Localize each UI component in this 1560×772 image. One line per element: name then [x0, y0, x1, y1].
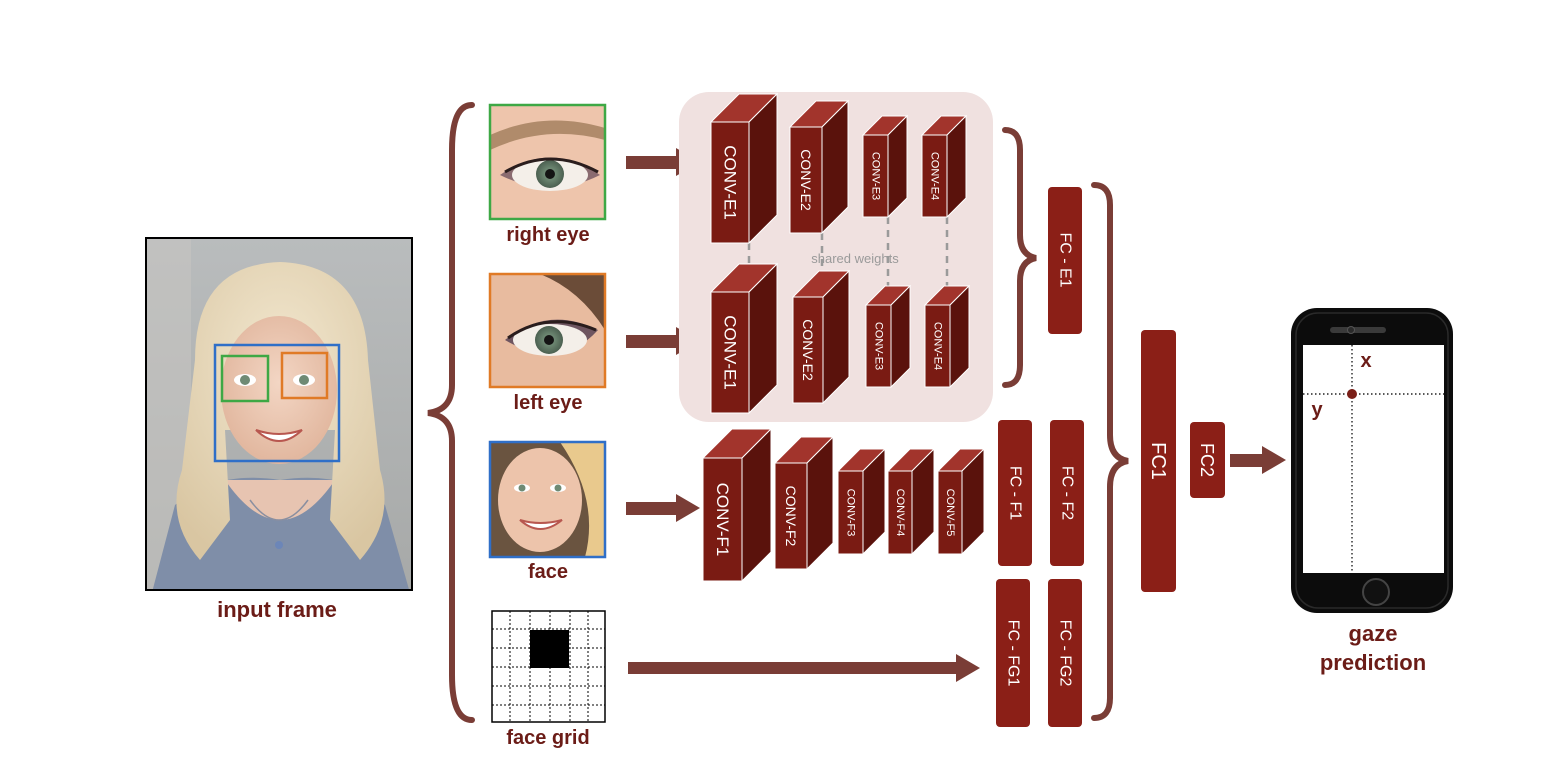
- conv-e4-top-layer: CONV-E4: [920, 114, 968, 219]
- conv-f5-layer: CONV-F5: [936, 447, 986, 556]
- svg-text:CONV-F3: CONV-F3: [845, 489, 857, 537]
- conv-e4-bottom-layer: CONV-E4: [923, 284, 971, 389]
- svg-text:CONV-F1: CONV-F1: [713, 483, 732, 557]
- svg-text:FC - E1: FC - E1: [1057, 232, 1074, 287]
- conv-e2-top-layer: CONV-E2: [788, 99, 850, 235]
- right-eye-crop: [490, 105, 605, 219]
- shared-weights-label: shared weights: [811, 251, 899, 266]
- conv-e3-bottom-layer: CONV-E3: [864, 284, 912, 389]
- fc-fusion-brace: [1091, 182, 1129, 721]
- svg-text:CONV-E3: CONV-E3: [873, 322, 885, 370]
- conv-f1-layer: CONV-F1: [701, 427, 773, 583]
- face-grid-label: face grid: [506, 727, 589, 749]
- svg-text:FC - FG2: FC - FG2: [1057, 620, 1074, 687]
- conv-e1-bottom-layer: CONV-E1: [709, 262, 779, 415]
- conv-f2-layer: CONV-F2: [773, 435, 835, 571]
- svg-text:CONV-E4: CONV-E4: [932, 322, 944, 370]
- conv-e3-top-layer: CONV-E3: [861, 114, 909, 219]
- input-frame-border: [145, 237, 413, 591]
- svg-text:CONV-F2: CONV-F2: [783, 486, 799, 547]
- svg-text:CONV-F5: CONV-F5: [944, 489, 956, 537]
- left-eye-crop-border: [488, 272, 607, 389]
- right-eye-detection-box: [220, 354, 270, 403]
- face-crop-border: [488, 440, 607, 559]
- conv-e1-top-layer: CONV-E1: [709, 92, 779, 245]
- gaze-prediction-label-line2: prediction: [1320, 650, 1426, 675]
- conv-f4-layer: CONV-F4: [886, 447, 936, 556]
- right-eye-crop-border: [488, 103, 607, 221]
- svg-text:FC - F2: FC - F2: [1059, 466, 1076, 520]
- svg-text:FC1: FC1: [1147, 442, 1169, 480]
- svg-text:FC - F1: FC - F1: [1007, 466, 1024, 520]
- fc2-layer: FC2: [1190, 422, 1225, 498]
- phone-icon: [1291, 308, 1453, 613]
- gaze-point: [1347, 389, 1357, 399]
- fc-f2-layer: FC - F2: [1050, 420, 1084, 566]
- left-eye-label: left eye: [514, 392, 583, 414]
- right-eye-label: right eye: [506, 224, 589, 246]
- fc-f1-layer: FC - F1: [998, 420, 1032, 566]
- conv-f3-layer: CONV-F3: [836, 447, 887, 556]
- svg-text:CONV-E4: CONV-E4: [929, 152, 941, 200]
- y-axis-label: y: [1311, 399, 1323, 421]
- fc-e1-layer: FC - E1: [1048, 187, 1082, 334]
- face-label: face: [528, 561, 568, 583]
- svg-text:CONV-E1: CONV-E1: [721, 315, 740, 390]
- left-eye-crop: [490, 274, 605, 387]
- fc-fg1-layer: FC - FG1: [996, 579, 1030, 727]
- face-grid: [491, 610, 606, 723]
- arrow-face: [626, 494, 700, 522]
- svg-text:CONV-E1: CONV-E1: [721, 145, 740, 220]
- conv-e2-bottom-layer: CONV-E2: [791, 269, 851, 405]
- input-frame-photo: [146, 238, 412, 590]
- svg-text:CONV-F4: CONV-F4: [894, 489, 906, 537]
- arrow-to-phone: [1230, 446, 1286, 474]
- gaze-crosshair: [1303, 345, 1444, 573]
- fc-fg2-layer: FC - FG2: [1048, 579, 1082, 727]
- arrow-face-grid: [628, 654, 980, 682]
- x-axis-label: x: [1360, 350, 1371, 372]
- gaze-prediction-label-line1: gaze: [1349, 621, 1398, 646]
- fc1-layer: FC1: [1141, 330, 1176, 592]
- svg-text:FC2: FC2: [1197, 443, 1217, 477]
- face-detection-box: [213, 343, 341, 463]
- svg-text:CONV-E2: CONV-E2: [798, 149, 814, 211]
- face-crop: [490, 442, 605, 557]
- left-eye-detection-box: [280, 351, 329, 400]
- eye-fusion-brace: [1002, 127, 1037, 388]
- input-frame-label: input frame: [217, 597, 337, 622]
- svg-text:CONV-E2: CONV-E2: [800, 319, 816, 381]
- svg-text:CONV-E3: CONV-E3: [870, 152, 882, 200]
- input-brace: [427, 102, 475, 723]
- svg-text:FC - FG1: FC - FG1: [1005, 620, 1022, 687]
